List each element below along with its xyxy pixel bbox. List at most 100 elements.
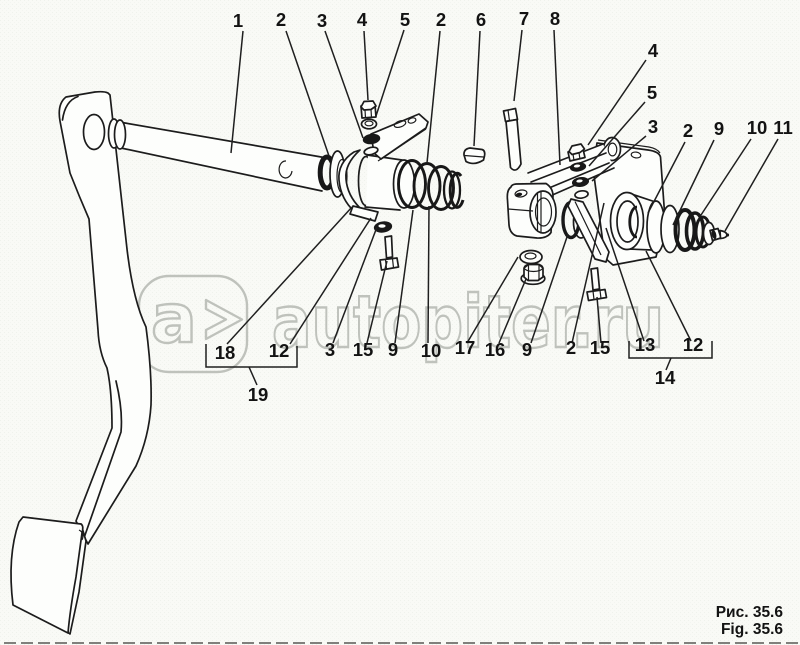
woodruff-key-line — [464, 154, 484, 158]
right-boot-ring-inner — [628, 205, 638, 239]
callout-10: 10 — [421, 340, 442, 361]
right-bolt-head — [586, 288, 608, 302]
caption-ru: Рис. 35.6 — [716, 604, 784, 621]
leader-line-18 — [226, 206, 353, 345]
callout-1: 1 — [233, 10, 243, 31]
caption-en: Fig. 35.6 — [721, 621, 783, 638]
leader-line-16 — [498, 278, 527, 344]
leader-line-7 — [513, 29, 523, 102]
leader-line-3 — [324, 30, 364, 139]
callout-12: 12 — [683, 334, 704, 355]
right-collar-hole-shadow — [515, 192, 523, 197]
callout-9: 9 — [388, 339, 398, 360]
callout-9: 9 — [522, 339, 532, 360]
leader-line-2 — [285, 30, 330, 157]
leader-line-9 — [394, 209, 414, 344]
right-collar-waist — [507, 208, 534, 212]
bracket-tick-14 — [665, 357, 672, 371]
shaft-end-cap — [82, 113, 106, 151]
leader-line-15 — [596, 296, 602, 344]
right-crossbar-edge-2 — [530, 152, 607, 183]
left-nut-top — [360, 100, 377, 111]
leader-line-9 — [530, 233, 569, 344]
callout-18: 18 — [215, 342, 236, 363]
leader-line-1 — [230, 30, 244, 154]
leader-line-4 — [363, 30, 369, 101]
pedal-arm — [58, 90, 152, 545]
leader-line-6 — [473, 30, 481, 147]
left-strap-slot-1 — [393, 119, 407, 129]
shaft-top-edge — [121, 121, 328, 159]
left-bolt-head — [379, 257, 400, 271]
right-boot-rib-2 — [660, 204, 680, 254]
right-bolt-head-facets — [592, 290, 602, 300]
leader-line-12 — [645, 250, 692, 342]
right-hex-bolt-top — [568, 143, 586, 156]
grease-fitting-nipple — [725, 233, 730, 237]
callout-7: 7 — [519, 8, 529, 29]
leader-line-10 — [427, 205, 430, 344]
shaft-bottom-edge — [120, 147, 323, 192]
pedal-arm-chamfer — [61, 95, 79, 121]
leader-line-11 — [724, 138, 779, 232]
callout-11: 11 — [773, 117, 793, 138]
left-plate-washer — [363, 146, 379, 156]
callout-9: 9 — [714, 118, 724, 139]
bracket-19 — [205, 344, 298, 368]
left-spring-coil-2 — [412, 162, 442, 210]
left-cylinder-bottom — [364, 206, 401, 211]
callout-5: 5 — [400, 9, 410, 30]
callout-2: 2 — [683, 120, 693, 141]
right-boot-ring-mid — [616, 200, 639, 243]
bracket-tick-19 — [248, 366, 258, 386]
callout-4: 4 — [357, 9, 368, 30]
left-spring-seat — [442, 170, 462, 210]
left-spring-coil-1 — [397, 159, 427, 209]
leader-line-17 — [466, 256, 519, 344]
left-nut-facets — [364, 109, 373, 119]
callout-16: 16 — [485, 339, 506, 360]
right-bar-hole — [574, 189, 589, 200]
leader-line-2 — [647, 141, 686, 214]
leader-line-12 — [289, 217, 372, 345]
leader-line-10 — [700, 138, 752, 216]
left-bracket-assembly — [317, 100, 465, 271]
leader-line-3 — [591, 135, 647, 182]
leader-line-5 — [588, 101, 646, 167]
right-bolt-shaft — [590, 267, 601, 291]
callout-10: 10 — [747, 117, 768, 138]
right-collar-hole — [514, 189, 528, 198]
callout-13: 13 — [635, 334, 656, 355]
pedal-arm-crease — [83, 380, 123, 539]
callout-3: 3 — [648, 116, 658, 137]
right-washer-1-hole — [573, 164, 581, 168]
left-lock-washer — [362, 133, 381, 145]
right-long-bolt-head-facet — [507, 109, 511, 122]
right-flange-nut-body — [523, 263, 544, 282]
shaft-body — [121, 122, 327, 191]
callout-2: 2 — [276, 9, 286, 30]
watermark-logo-letter: a — [151, 280, 197, 359]
right-flange-strip-line — [574, 201, 602, 256]
leader-line-13 — [605, 227, 645, 342]
right-bracket-plate-top — [597, 139, 661, 154]
right-flange-nut-facets — [527, 265, 540, 280]
right-plate-hole — [630, 151, 642, 159]
leader-line-5 — [375, 29, 405, 117]
pedal-shaft — [82, 113, 328, 192]
right-eye-ring-hole — [607, 142, 618, 157]
leader-lines — [226, 29, 779, 345]
leader-line-2 — [571, 202, 605, 344]
callout-5: 5 — [647, 82, 657, 103]
leader-line-4 — [587, 59, 647, 146]
right-spring-coil-1 — [673, 208, 697, 252]
shaft-slot — [278, 160, 293, 179]
callout-2: 2 — [566, 337, 576, 358]
leader-line-9 — [672, 139, 715, 226]
watermark-logo-chevron-icon — [204, 298, 244, 341]
right-collar-slit — [536, 192, 542, 232]
